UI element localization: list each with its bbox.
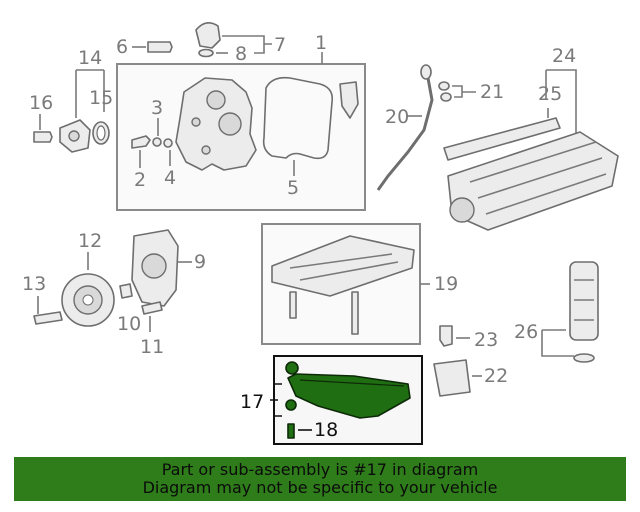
notice-banner: Part or sub-assembly is #17 in diagram D… [14, 457, 626, 501]
callout-25[interactable]: 25 [538, 83, 562, 105]
dipstick-handle [420, 64, 432, 80]
callout-6[interactable]: 6 [116, 36, 128, 58]
callout-9[interactable]: 9 [194, 251, 206, 273]
timing-cover-gasket[interactable] [262, 76, 334, 160]
timing-cover-bracket[interactable] [339, 81, 359, 119]
timing-cover-seal-bore [218, 112, 242, 136]
leader-24 [545, 69, 577, 134]
callout-17[interactable]: 17 [240, 391, 264, 413]
banner-line-1: Part or sub-assembly is #17 in diagram [161, 460, 479, 479]
oil-pan-seal [285, 399, 297, 411]
sensor-part-23[interactable] [439, 325, 453, 347]
banner-line-2: Diagram may not be specific to your vehi… [142, 478, 498, 497]
bolt-part-18[interactable] [287, 423, 295, 439]
callout-11[interactable]: 11 [140, 336, 164, 358]
windage-tray-part-19[interactable] [271, 235, 415, 297]
seal-part-21b[interactable] [440, 92, 452, 102]
bolt-part-2[interactable] [131, 135, 151, 149]
filter-housing-seal[interactable] [573, 353, 595, 363]
water-pump-hub [68, 130, 80, 142]
dowel-part-10[interactable] [119, 283, 133, 299]
cover-bore [141, 253, 167, 279]
bolt-part-11[interactable] [141, 301, 163, 315]
timing-cover-port [206, 90, 226, 110]
tray-ribs [289, 253, 399, 281]
parts-diagram: 1 5 2 3 4 6 7 8 14 15 16 20 21 24 25 [22, 22, 619, 445]
callout-8[interactable]: 8 [235, 43, 247, 65]
callout-14[interactable]: 14 [78, 47, 102, 69]
callout-23[interactable]: 23 [474, 329, 498, 351]
leader-14 [75, 69, 105, 118]
dipstick-part-20[interactable] [376, 77, 434, 191]
callout-2[interactable]: 2 [134, 169, 146, 191]
stud-part-19a[interactable] [289, 291, 297, 319]
callout-20[interactable]: 20 [385, 106, 409, 128]
callout-4[interactable]: 4 [164, 167, 176, 189]
callout-5[interactable]: 5 [287, 177, 299, 199]
manifold-throttle-port [449, 197, 475, 223]
seal-part-21a[interactable] [438, 81, 450, 91]
callout-22[interactable]: 22 [484, 365, 508, 387]
callout-1[interactable]: 1 [315, 32, 327, 54]
callout-15[interactable]: 15 [89, 87, 113, 109]
callout-3[interactable]: 3 [151, 97, 163, 119]
callout-10[interactable]: 10 [117, 313, 141, 335]
leader-26 [541, 329, 574, 357]
callout-12[interactable]: 12 [78, 230, 102, 252]
callout-26[interactable]: 26 [514, 321, 538, 343]
oil-pan-plug [285, 361, 299, 375]
leader-17 [270, 383, 282, 417]
callout-16[interactable]: 16 [29, 92, 53, 114]
stud-part-19b[interactable] [351, 291, 359, 335]
timing-cover-hole [191, 117, 201, 127]
oil-pan-flange [299, 379, 405, 387]
manifold-ribs [469, 141, 607, 215]
callout-21[interactable]: 21 [480, 81, 504, 103]
timing-cover-hole [201, 145, 211, 155]
seal-ring-inner [96, 125, 106, 141]
callout-24[interactable]: 24 [552, 45, 576, 67]
bolt-part-16[interactable] [33, 131, 53, 143]
leader-21 [452, 85, 476, 98]
filter-part-22[interactable] [433, 359, 471, 397]
oil-filler-cap-part-7[interactable] [195, 22, 221, 49]
balancer-center [82, 294, 94, 306]
bolt-part-13[interactable] [33, 311, 63, 325]
filter-housing-part-26[interactable] [569, 261, 599, 341]
seal-part-8[interactable] [198, 48, 214, 58]
filter-housing-ribs [574, 279, 594, 321]
manifold-gasket-part-25[interactable] [443, 117, 561, 161]
callout-13[interactable]: 13 [22, 273, 46, 295]
callout-7[interactable]: 7 [274, 34, 286, 56]
timing-cover-part[interactable] [175, 77, 257, 171]
bolt-part-6[interactable] [147, 41, 173, 53]
callout-19[interactable]: 19 [434, 273, 458, 295]
washer-part-3[interactable] [152, 137, 162, 147]
callout-18[interactable]: 18 [314, 419, 338, 441]
seal-part-4[interactable] [163, 138, 173, 148]
leader-7-8 [222, 35, 272, 54]
